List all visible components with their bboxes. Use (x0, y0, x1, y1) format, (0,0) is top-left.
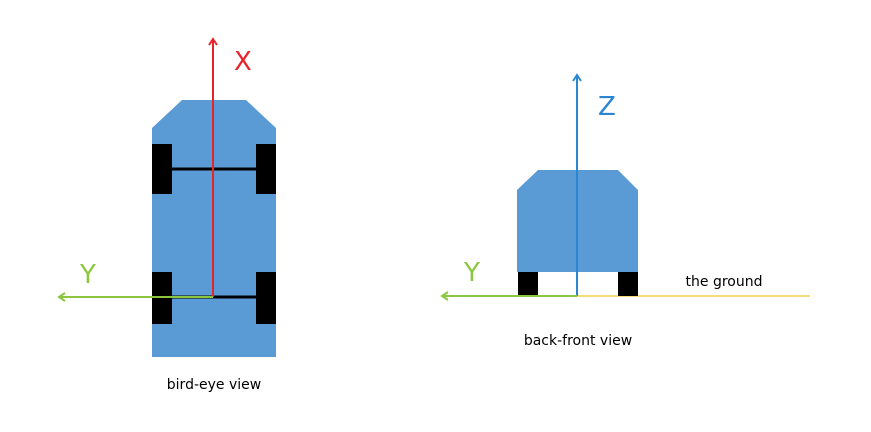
bird-eye-caption: bird-eye view (167, 377, 261, 393)
back-front-caption: back-front view (524, 333, 632, 349)
back-front-view: the ground Z Y back-front view (440, 73, 810, 349)
wheel-front-left (152, 144, 172, 194)
bird-eye-view: X Y bird-eye view (57, 37, 276, 393)
y-axis-label-bird: Y (79, 260, 96, 290)
wheel-front-right (256, 144, 276, 194)
wheel-rear-right (256, 272, 276, 324)
ground-label: the ground (686, 274, 763, 290)
wheel-rear-view-right (618, 272, 638, 296)
x-axis-label: X (234, 47, 252, 77)
y-axis-label-back: Y (463, 258, 480, 288)
wheel-rear-view-left (518, 272, 538, 296)
z-axis-label: Z (598, 92, 616, 122)
